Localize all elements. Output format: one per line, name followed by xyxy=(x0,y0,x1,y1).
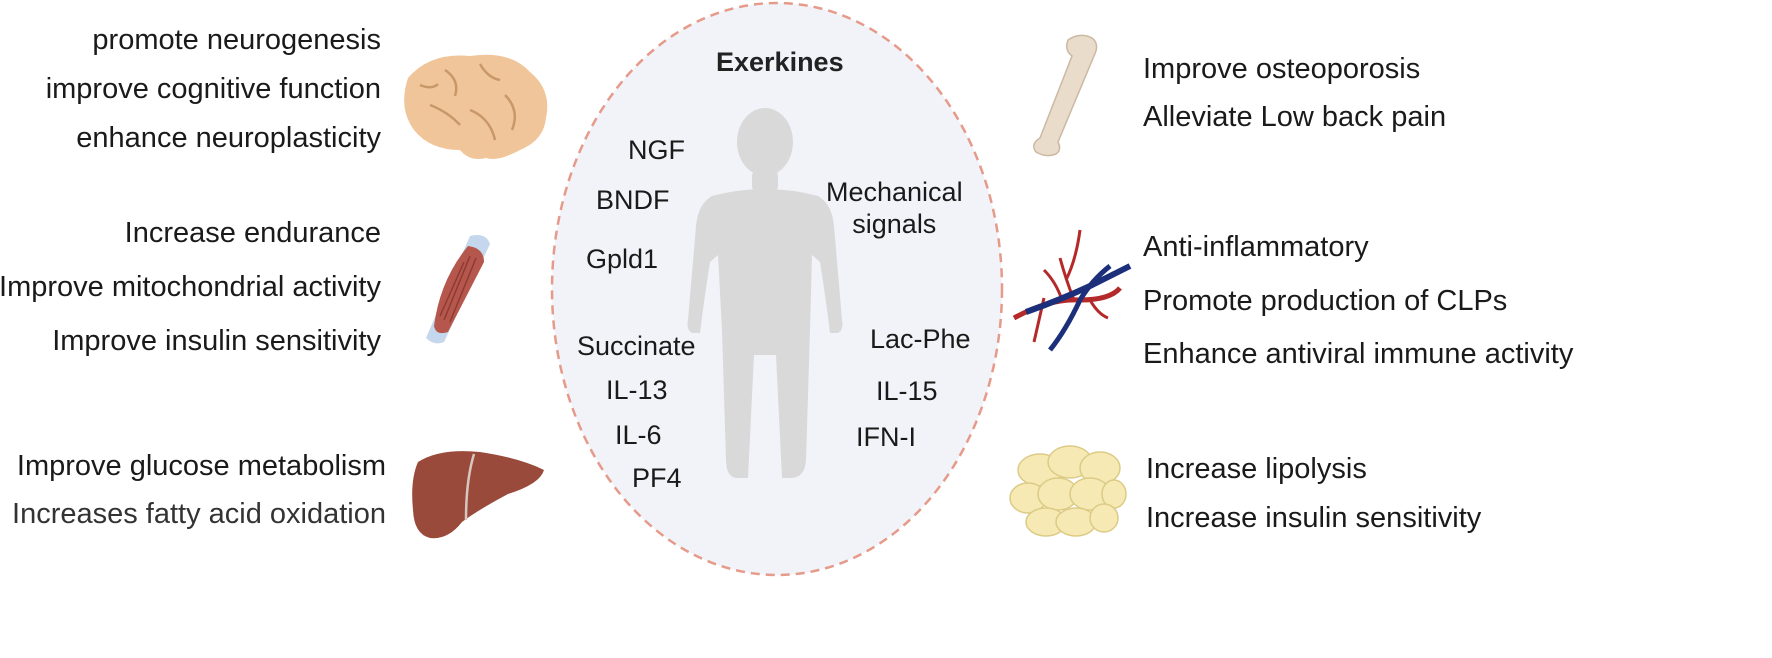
brain-effect-1: promote neurogenesis xyxy=(92,24,381,56)
fat-effect-1: Increase lipolysis xyxy=(1146,453,1367,485)
factor-il13: IL-13 xyxy=(606,375,668,405)
bone-effect-1: Improve osteoporosis xyxy=(1143,53,1421,85)
muscle-effect-1: Increase endurance xyxy=(124,217,381,249)
factor-lac-phe: Lac-Phe xyxy=(870,324,971,354)
adipose-tissue-icon xyxy=(1009,445,1127,537)
factor-succinate: Succinate xyxy=(577,331,696,361)
liver-icon xyxy=(412,451,544,539)
brain-icon xyxy=(404,54,548,159)
vessel-effect-3: Enhance antiviral immune activity xyxy=(1143,338,1574,370)
vessel-effect-1: Anti-inflammatory xyxy=(1143,231,1369,263)
factor-il15: IL-15 xyxy=(876,376,938,406)
fat-effect-2: Increase insulin sensitivity xyxy=(1146,502,1482,534)
factor-bndf: BNDF xyxy=(596,185,670,215)
human-body-icon xyxy=(687,108,843,478)
muscle-effect-2: Improve mitochondrial activity xyxy=(0,271,381,303)
vessel-effect-2: Promote production of CLPs xyxy=(1143,285,1508,317)
exerkines-title: Exerkines xyxy=(716,47,844,77)
bone-icon xyxy=(1033,34,1098,157)
factor-ngf: NGF xyxy=(628,135,685,165)
factor-mechanical-signals: Mechanical signals xyxy=(826,177,963,239)
muscle-icon xyxy=(426,235,490,344)
blood-vessel-icon xyxy=(1012,229,1132,352)
factor-pf4: PF4 xyxy=(632,463,682,493)
brain-effect-3: enhance neuroplasticity xyxy=(76,122,381,154)
bone-effect-2: Alleviate Low back pain xyxy=(1143,101,1447,133)
liver-effect-1: Improve glucose metabolism xyxy=(16,450,386,482)
factor-il6: IL-6 xyxy=(615,420,662,450)
muscle-effect-3: Improve insulin sensitivity xyxy=(52,325,381,357)
brain-effect-2: improve cognitive function xyxy=(45,73,381,105)
factor-gpld1: Gpld1 xyxy=(586,244,659,274)
liver-effect-2: Increases fatty acid oxidation xyxy=(12,498,386,530)
factor-ifn-i: IFN-I xyxy=(856,422,916,452)
